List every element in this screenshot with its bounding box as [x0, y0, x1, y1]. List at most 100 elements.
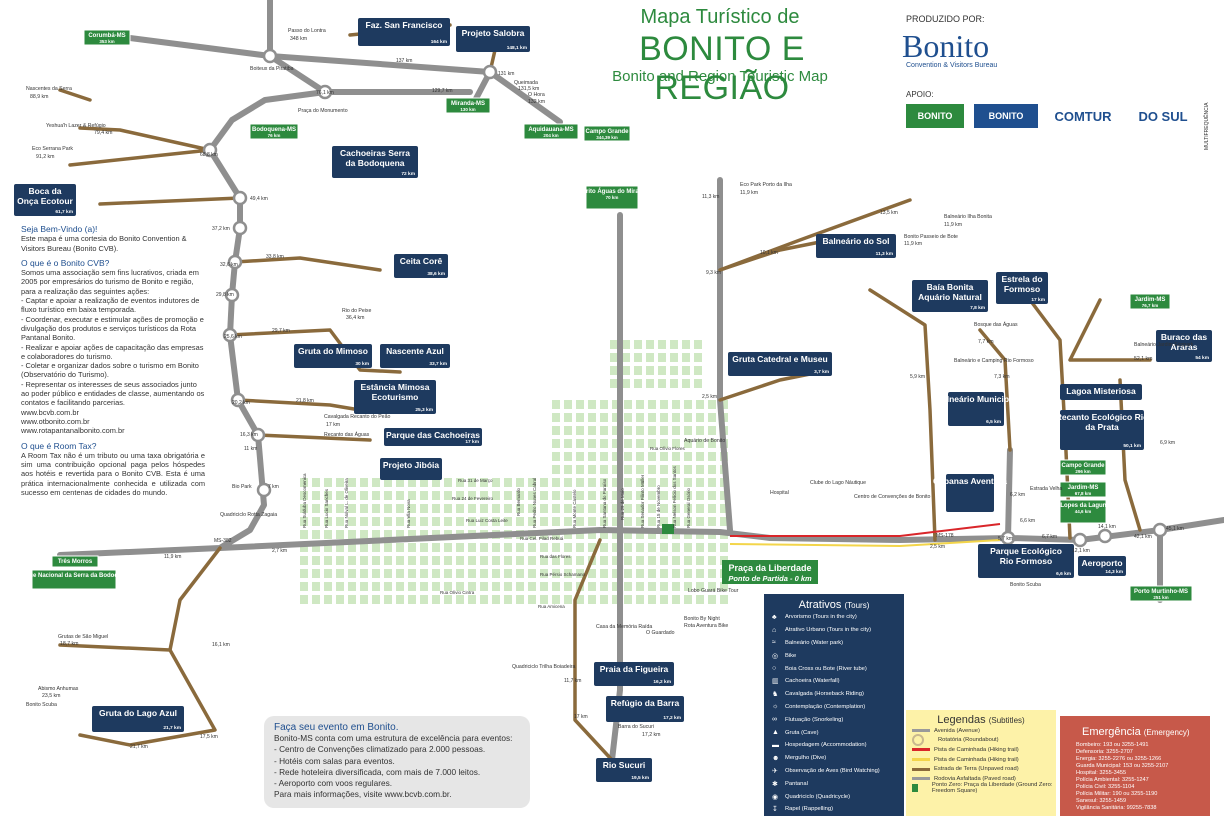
- km-label: MS-382: [214, 538, 232, 544]
- attraction-legend-label: Mergulho (Dive): [785, 755, 827, 762]
- attraction-legend-row: ↧Rapel (Rappelling): [764, 803, 904, 816]
- link-rota[interactable]: www.rotapantanalbonito.com.br: [21, 426, 125, 436]
- town-block: [610, 379, 618, 388]
- town-block: [622, 353, 630, 362]
- town-block: [576, 491, 584, 500]
- sign-plate: [380, 458, 442, 480]
- town-block: [612, 413, 620, 422]
- town-block: [300, 556, 308, 565]
- town-block: [658, 366, 666, 375]
- sign-distance: 67,8 km: [1075, 491, 1092, 496]
- place-label: Quadriciclo Trilha Boiadeira: [512, 664, 576, 670]
- town-block: [444, 504, 452, 513]
- town-block: [420, 582, 428, 591]
- event-line: - Rede hoteleira diversificada, com mais…: [274, 766, 481, 777]
- town-blocks: [300, 340, 728, 604]
- street-label: Rua 29 de Maio: [620, 488, 625, 520]
- town-block: [672, 413, 680, 422]
- km-label: 16,3 km: [240, 432, 258, 438]
- km-label: 16,1 km: [212, 642, 230, 648]
- town-block: [576, 530, 584, 539]
- sign-plate: [583, 125, 631, 142]
- logo-subtitle: Convention & Visitors Bureau: [906, 62, 998, 69]
- town-block: [684, 582, 692, 591]
- town-block: [696, 595, 704, 604]
- sign-plate: [1078, 556, 1126, 576]
- horse-icon: ♞: [772, 691, 779, 699]
- town-block: [432, 582, 440, 591]
- town-block: [564, 400, 572, 409]
- town-block: [660, 413, 668, 422]
- town-block: [456, 569, 464, 578]
- town-block: [552, 556, 560, 565]
- attraction-legend-row: ○Boia Cross ou Bote (River tube): [764, 662, 904, 675]
- link-otbonito[interactable]: www.otbonito.com.br: [21, 416, 90, 426]
- town-block: [324, 543, 332, 552]
- km-label: 45,1 km: [1166, 526, 1184, 532]
- town-block: [672, 530, 680, 539]
- town-block: [708, 517, 716, 526]
- town-block: [648, 478, 656, 487]
- tube-icon: ○: [772, 665, 777, 673]
- sign-distance: 11,3 km: [876, 251, 893, 257]
- town-block: [612, 530, 620, 539]
- legend-row: Pista de Caminhada (Hiking trail): [906, 745, 1056, 755]
- town-block: [324, 582, 332, 591]
- sign-distance: 30 km: [355, 361, 369, 367]
- town-block: [588, 595, 596, 604]
- sign-name: Araras: [1171, 342, 1198, 352]
- town-block: [456, 556, 464, 565]
- intro-panel: Seja Bem-Vindo (a)! Este mapa é uma cort…: [21, 224, 205, 497]
- town-block: [576, 400, 584, 409]
- town-block: [720, 400, 728, 409]
- emergency-contact: Polícia Militar: 190 ou 3255-1190: [1076, 791, 1158, 797]
- town-block: [528, 582, 536, 591]
- town-block: [670, 366, 678, 375]
- sign-plate: [594, 662, 674, 686]
- town-block: [660, 439, 668, 448]
- town-block: [384, 569, 392, 578]
- sign-name: da Prata: [1085, 422, 1119, 432]
- town-block: [420, 517, 428, 526]
- sign-distance: 25,3 km: [415, 407, 433, 413]
- place-label: 79,4 km: [94, 130, 112, 136]
- sign-name: Parque das Cachoeiras: [386, 430, 480, 440]
- town-block: [396, 478, 404, 487]
- town-block: [588, 400, 596, 409]
- town-block: [360, 543, 368, 552]
- town-block: [660, 452, 668, 461]
- town-block: [648, 556, 656, 565]
- town-block: [312, 504, 320, 513]
- town-block: [564, 582, 572, 591]
- town-block: [564, 491, 572, 500]
- link-bcvb[interactable]: www.bcvb.com.br: [21, 407, 79, 417]
- sign-plate: [1059, 459, 1107, 476]
- km-label: 9,3 km: [706, 270, 721, 276]
- town-block: [312, 478, 320, 487]
- km-label: 42,1 km: [1134, 534, 1152, 540]
- town-block: [636, 491, 644, 500]
- town-block: [348, 504, 356, 513]
- town-block: [432, 478, 440, 487]
- town-block: [720, 595, 728, 604]
- town-block: [600, 491, 608, 500]
- town-block: [372, 556, 380, 565]
- town-block: [564, 556, 572, 565]
- town-block: [636, 582, 644, 591]
- town-block: [624, 504, 632, 513]
- event-line: - Aeroporto com voos regulares.: [274, 778, 393, 789]
- km-label: 11,9 km: [164, 554, 181, 560]
- attraction-legend-row: ✈Observação de Aves (Bird Watching): [764, 765, 904, 778]
- roundabouts: [202, 48, 1168, 548]
- sign-distance: 76 km: [268, 133, 281, 138]
- town-block: [646, 340, 654, 349]
- bonito-cvb-logo: Bonito: [902, 28, 990, 64]
- town-block: [648, 400, 656, 409]
- km-label: 2,5 km: [702, 394, 717, 400]
